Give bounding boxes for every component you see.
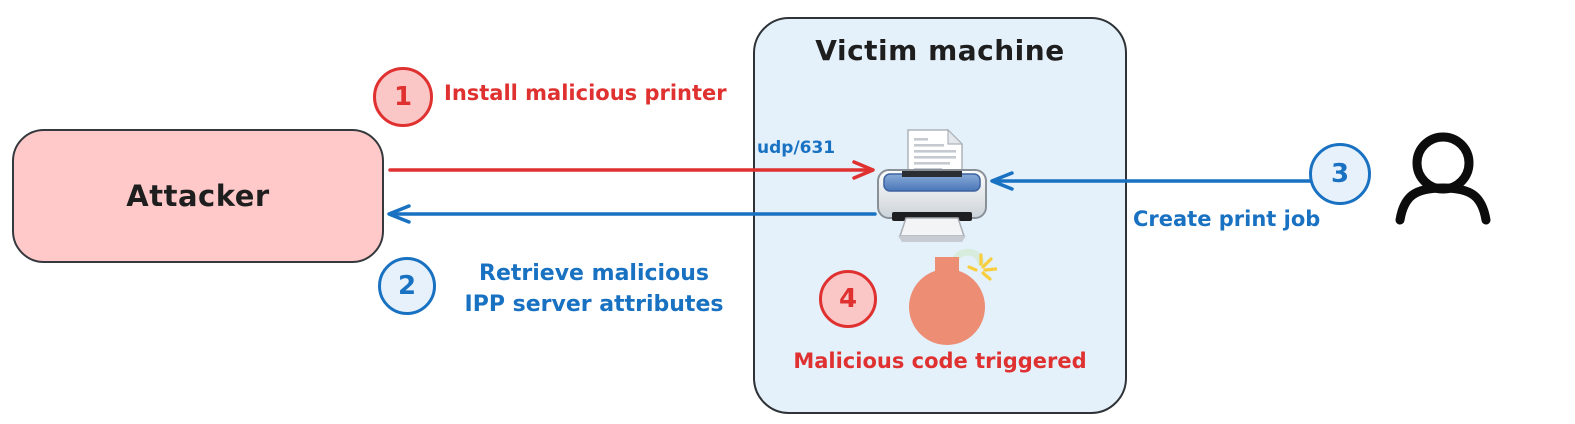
port-label: udp/631 (757, 138, 836, 158)
step-2-label: Retrieve malicious IPP server attributes (435, 258, 753, 320)
bomb-icon (909, 248, 997, 345)
step-3-label: Create print job (1133, 207, 1321, 231)
arrow-retrieve-attributes (387, 204, 877, 224)
step-3-badge: 3 (1309, 143, 1371, 205)
step-1-label: Install malicious printer (444, 81, 727, 105)
step-2-label-line2: IPP server attributes (464, 292, 724, 317)
step-4-number: 4 (838, 284, 858, 314)
arrow-install-malicious-printer (388, 160, 875, 180)
attacker-node: Attacker (12, 129, 384, 263)
attacker-label: Attacker (126, 179, 270, 213)
victim-machine-title: Victim machine (815, 34, 1065, 67)
step-3-number: 3 (1330, 159, 1350, 189)
step-1-number: 1 (393, 82, 413, 112)
step-2-label-line1: Retrieve malicious (479, 261, 709, 286)
step-4-label: Malicious code triggered (793, 349, 1087, 373)
step-1-badge: 1 (373, 67, 433, 127)
user-icon (1395, 132, 1491, 225)
printer-icon (877, 128, 987, 242)
arrow-create-print-job (990, 171, 1350, 191)
step-2-number: 2 (397, 271, 417, 301)
step-2-badge: 2 (378, 257, 436, 315)
step-4-badge: 4 (819, 270, 877, 328)
